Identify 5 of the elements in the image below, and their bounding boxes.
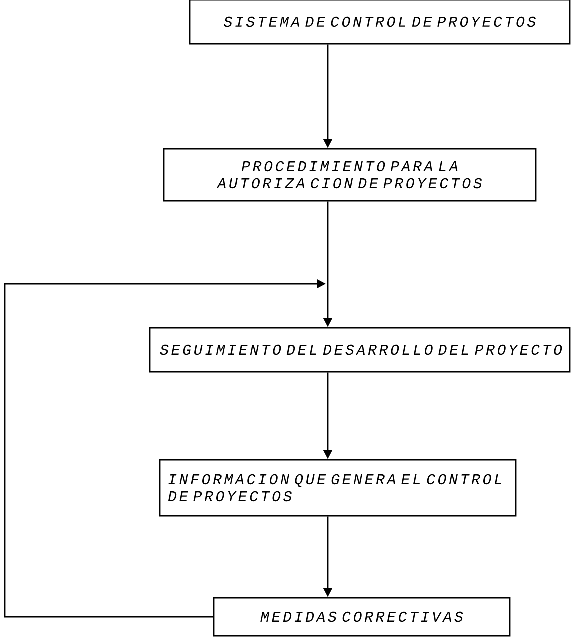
process-box: MEDIDAS CORRECTIVAS bbox=[213, 597, 511, 637]
process-box: SISTEMA DE CONTROL DE PROYECTOS bbox=[189, 0, 571, 45]
process-box: INFORMACION QUE GENERA EL CONTROL DE PROYECTOS bbox=[159, 459, 517, 517]
process-box: SEGUIMIENTO DEL DESARROLLO DEL PROYECTO bbox=[149, 327, 571, 373]
process-box: PROCEDIMIENTO PARA LA AUTORIZA CION DE PROYECTOS bbox=[163, 148, 537, 202]
